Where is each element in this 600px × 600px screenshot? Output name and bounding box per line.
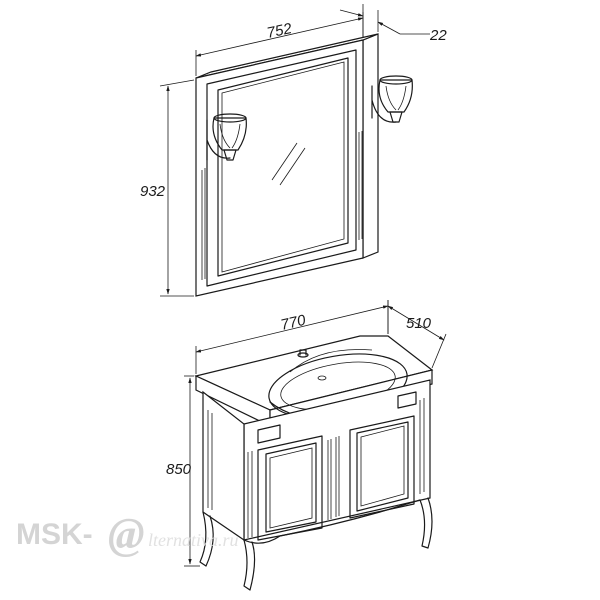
- cabinet-depth-dimension: 510: [387, 300, 447, 369]
- mirror-depth-dimension: 22: [339, 4, 447, 44]
- mirror: [195, 33, 379, 297]
- right-wall-sconce: [371, 75, 413, 123]
- watermark-at-sign: @: [108, 509, 145, 558]
- cabinet-width-label: 770: [279, 312, 308, 334]
- mirror-height-label: 932: [140, 183, 166, 200]
- mirror-height-dimension: 932: [140, 79, 195, 297]
- cabinet-width-dimension: 770: [195, 300, 389, 374]
- watermark-logo: MSK- @ lternativa.ru: [16, 509, 239, 558]
- mirror-width-label: 752: [265, 20, 294, 42]
- cabinet-depth-label: 510: [406, 315, 432, 332]
- vanity-cabinet: [194, 335, 434, 591]
- cabinet-height-dimension: 850: [166, 375, 200, 567]
- mirror-depth-label: 22: [429, 27, 447, 44]
- watermark-suffix: lternativa.ru: [148, 530, 239, 550]
- left-wall-sconce: [206, 113, 247, 161]
- cabinet-height-label: 850: [166, 461, 192, 478]
- watermark-brand: MSK-: [16, 518, 93, 551]
